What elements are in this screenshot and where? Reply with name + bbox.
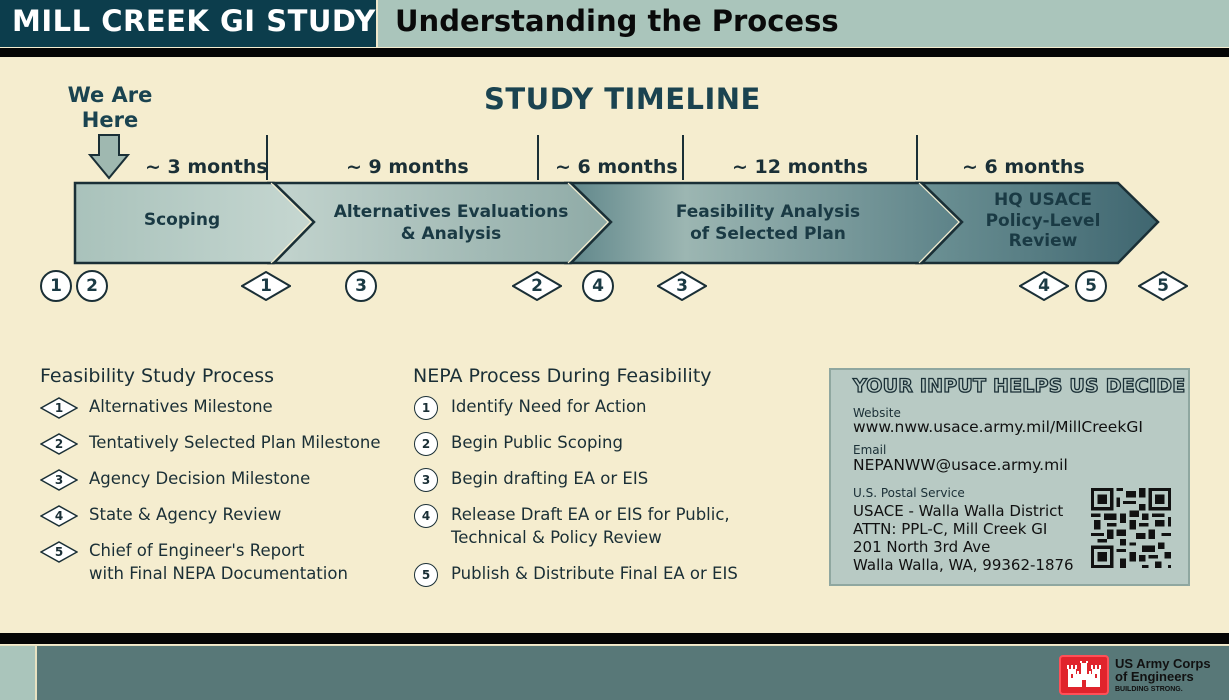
feasibility-legend-item: Tentatively Selected Plan Milestone: [89, 433, 381, 452]
nepa-legend-item: Identify Need for Action: [451, 397, 647, 416]
milestone-marker: 1: [241, 271, 291, 301]
milestone-marker: 3: [657, 271, 707, 301]
phase-alternatives: Alternatives Evaluations & Analysis: [333, 202, 569, 244]
feasibility-legend-item: Chief of Engineer's Report with Final NE…: [89, 541, 348, 583]
contact-heading: YOUR INPUT HELPS US DECIDE: [852, 374, 1186, 397]
website-label: Website: [853, 406, 901, 420]
nepa-marker: 4: [582, 270, 614, 302]
nepa-marker: 5: [1075, 270, 1107, 302]
phase-duration: ~ 3 months: [145, 156, 268, 178]
qr-code-icon[interactable]: [1091, 488, 1171, 568]
timeline-tick: [537, 135, 539, 180]
feasibility-legend-item: Agency Decision Milestone: [89, 469, 311, 488]
contact-box: YOUR INPUT HELPS US DECIDE Website www.n…: [829, 368, 1190, 586]
milestone-marker: 5: [1138, 271, 1188, 301]
legend-diamond-icon: 2: [40, 433, 78, 455]
phase-duration: ~ 9 months: [346, 156, 469, 178]
phase-scoping: Scoping: [143, 210, 221, 230]
we-are-here-label: We Are Here: [67, 83, 153, 132]
legend-circle-icon: 4: [414, 504, 438, 528]
legend-diamond-icon: 3: [40, 469, 78, 491]
header-divider: [0, 48, 1229, 57]
castle-icon: [1059, 655, 1109, 695]
phase-duration: ~ 6 months: [555, 156, 678, 178]
footer: US Army Corps of Engineers BUILDING STRO…: [0, 645, 1229, 700]
nepa-marker: 1: [40, 270, 72, 302]
email-link[interactable]: NEPANWW@usace.army.mil: [853, 456, 1068, 474]
legend-diamond-icon: 1: [40, 397, 78, 419]
page-subtitle: Understanding the Process: [395, 4, 839, 38]
legend-diamond-icon: 5: [40, 541, 78, 563]
title-box: MILL CREEK GI STUDY: [0, 0, 378, 47]
legend-circle-icon: 3: [414, 468, 438, 492]
phase-hq-review: HQ USACE Policy-Level Review: [985, 190, 1101, 251]
nepa-legend-title: NEPA Process During Feasibility: [413, 365, 712, 387]
legend-diamond-icon: 4: [40, 505, 78, 527]
feasibility-legend-title: Feasibility Study Process: [40, 365, 275, 387]
nepa-marker: 3: [345, 270, 377, 302]
timeline-tick: [682, 135, 684, 180]
usace-logo: US Army Corps of Engineers BUILDING STRO…: [1059, 655, 1211, 695]
footer-divider: [0, 633, 1229, 644]
phase-duration: ~ 12 months: [732, 156, 868, 178]
legend-circle-icon: 5: [414, 563, 438, 587]
nepa-marker: 2: [76, 270, 108, 302]
header: MILL CREEK GI STUDY Understanding the Pr…: [0, 0, 1229, 47]
milestone-marker: 2: [512, 271, 562, 301]
legend-circle-icon: 1: [414, 396, 438, 420]
timeline-graphic: [73, 134, 1160, 265]
footer-accent: [0, 646, 37, 700]
nepa-legend-item: Begin Public Scoping: [451, 433, 623, 452]
nepa-legend-item: Begin drafting EA or EIS: [451, 469, 649, 488]
nepa-legend-item: Publish & Distribute Final EA or EIS: [451, 564, 738, 583]
feasibility-legend-item: State & Agency Review: [89, 505, 282, 524]
timeline-title: STUDY TIMELINE: [484, 82, 761, 116]
website-link[interactable]: www.nww.usace.army.mil/MillCreekGI: [853, 418, 1143, 436]
postal-address: USACE - Walla Walla District ATTN: PPL-C…: [853, 502, 1074, 574]
email-label: Email: [853, 443, 887, 457]
phase-duration: ~ 6 months: [962, 156, 1085, 178]
postal-label: U.S. Postal Service: [853, 486, 965, 500]
phase-feasibility-analysis: Feasibility Analysis of Selected Plan: [675, 202, 861, 244]
legend-circle-icon: 2: [414, 432, 438, 456]
nepa-legend-item: Release Draft EA or EIS for Public, Tech…: [451, 505, 730, 547]
feasibility-legend-item: Alternatives Milestone: [89, 397, 273, 416]
timeline-tick: [266, 135, 268, 180]
timeline-tick: [916, 135, 918, 180]
down-arrow-icon: [87, 134, 131, 180]
logo-text: US Army Corps of Engineers BUILDING STRO…: [1115, 656, 1211, 693]
milestone-marker: 4: [1019, 271, 1069, 301]
page-title: MILL CREEK GI STUDY: [12, 4, 376, 38]
